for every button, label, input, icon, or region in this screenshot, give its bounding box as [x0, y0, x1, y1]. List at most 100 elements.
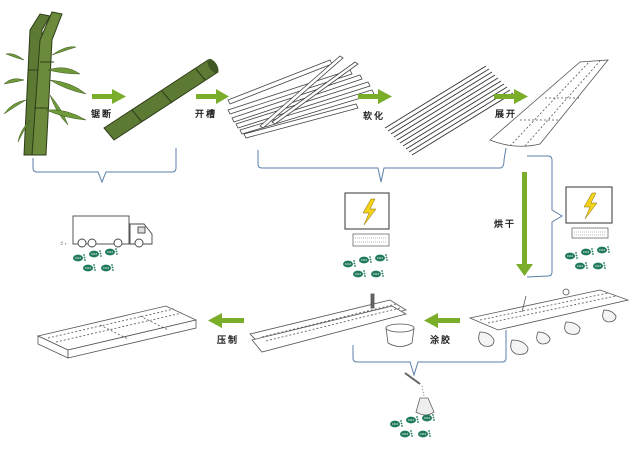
co2-text: CO2	[402, 432, 408, 436]
co2-toe-dot	[410, 432, 413, 435]
co2-toe-dot	[93, 266, 96, 269]
bamboo-plant-icon	[3, 11, 87, 156]
co2-toe-dot	[428, 432, 431, 435]
co2-footprint	[575, 262, 585, 270]
step-label-press: 压制	[217, 336, 240, 346]
arrow-press	[208, 313, 244, 328]
co2-footprint	[371, 270, 381, 278]
co2-toe-dot	[116, 253, 118, 255]
pressed-board-icon	[36, 305, 198, 359]
co2-toe-dot	[410, 430, 412, 432]
co2-footprint	[83, 264, 93, 272]
co2-toe-dot	[591, 250, 594, 253]
co2-text: CO2	[377, 256, 383, 260]
step-label-soften: 软化	[363, 112, 386, 122]
co2-toe-dot	[382, 275, 384, 277]
co2-toe-dot	[385, 256, 388, 259]
co2-toe-dot	[99, 252, 102, 255]
dropper-flask-icon	[404, 372, 435, 416]
co2-footprint	[422, 414, 432, 422]
co2-toe-dot	[83, 256, 86, 259]
co2-toe-dot	[576, 257, 578, 259]
glue-bucket-icon	[385, 327, 415, 347]
co2-toe-dot	[604, 267, 606, 269]
co2-text: CO2	[355, 272, 361, 276]
co2-text: CO2	[361, 258, 367, 262]
co2-toe-dot	[416, 418, 419, 421]
co2-toe-dot	[400, 420, 402, 422]
co2-toe-dot	[432, 414, 434, 416]
co2-toe-dot	[370, 261, 372, 263]
co2-text: CO2	[599, 248, 605, 252]
co2-toe-dot	[585, 264, 588, 267]
co2-toe-dot	[401, 425, 403, 427]
unfolded-sheet-icon	[489, 59, 609, 147]
co2-footprint	[359, 256, 369, 264]
co2-toe-dot	[363, 272, 366, 275]
co2-toe-dot	[381, 272, 384, 275]
co2-toe-dot	[84, 259, 86, 261]
step-label-unfold: 展开	[495, 110, 518, 120]
co2-footprint	[400, 430, 410, 438]
brace-gluing	[352, 330, 507, 377]
co2-footprint	[565, 252, 575, 260]
brace-sawing	[32, 148, 177, 184]
co2-toe-dot	[586, 267, 588, 269]
co2-text: CO2	[595, 264, 601, 268]
co2-text: CO2	[345, 262, 351, 266]
co2-footprint	[105, 248, 115, 256]
step-label-saw: 锯断	[91, 110, 114, 120]
co2-text: CO2	[103, 266, 109, 270]
co2-toe-dot	[428, 430, 430, 432]
arrow-glue	[424, 313, 460, 328]
co2-toe-dot	[112, 269, 114, 271]
co2-footprint	[593, 262, 603, 270]
co2-toe-dot	[354, 265, 356, 267]
co2-toe-dot	[93, 264, 95, 266]
co2-footprint	[375, 254, 385, 262]
co2-toe-dot	[608, 251, 610, 253]
co2-toe-dot	[416, 416, 418, 418]
electricity-monitor-icon	[344, 192, 390, 247]
co2-toe-dot	[353, 260, 355, 262]
co2-toe-dot	[115, 248, 117, 250]
co2-text: CO2	[85, 266, 91, 270]
brace-processing	[257, 147, 507, 183]
arrow-saw	[92, 89, 126, 104]
step-label-groove: 开槽	[195, 110, 218, 120]
co2-toe-dot	[99, 250, 101, 252]
step-label-dry: 烘干	[494, 220, 517, 230]
co2-toe-dot	[400, 422, 403, 425]
co2-toe-dot	[115, 250, 118, 253]
co2-footprint	[418, 430, 428, 438]
bamboo-strips-icon	[227, 55, 375, 139]
electricity-monitor-icon	[565, 186, 613, 239]
co2-toe-dot	[369, 258, 372, 261]
co2-toe-dot	[363, 270, 365, 272]
co2-toe-dot	[592, 253, 594, 255]
co2-toe-dot	[575, 252, 577, 254]
co2-footprint	[406, 416, 416, 424]
co2-toe-dot	[381, 270, 383, 272]
co2-toe-dot	[83, 254, 85, 256]
co2-toe-dot	[364, 275, 366, 277]
co2-toe-dot	[353, 262, 356, 265]
co2-toe-dot	[386, 259, 388, 261]
arrow-groove	[196, 89, 229, 104]
co2-toe-dot	[575, 254, 578, 257]
lightning-bolt-icon	[583, 192, 598, 220]
arrow-dry	[516, 172, 533, 276]
co2-footprint	[343, 260, 353, 268]
co2-text: CO2	[91, 252, 97, 256]
co2-footprint	[353, 270, 363, 278]
co2-toe-dot	[433, 419, 435, 421]
co2-footprint	[89, 250, 99, 258]
co2-text: CO2	[583, 250, 589, 254]
co2-toe-dot	[385, 254, 387, 256]
co2-text: CO2	[424, 416, 430, 420]
co2-text: CO2	[408, 418, 414, 422]
co2-footprint	[73, 254, 83, 262]
